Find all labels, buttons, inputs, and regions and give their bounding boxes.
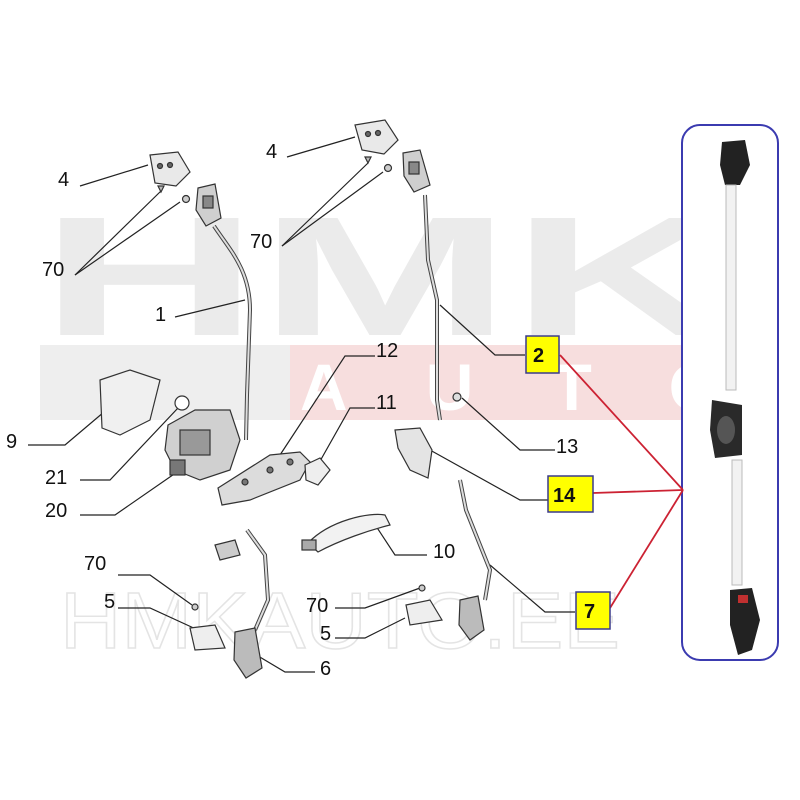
label-70-left: 70 bbox=[42, 259, 64, 281]
leader-5b bbox=[335, 617, 406, 639]
callout-2 bbox=[559, 354, 684, 491]
leader-10 bbox=[371, 519, 427, 556]
callout-7 bbox=[609, 489, 684, 609]
photo-connector-top bbox=[720, 140, 750, 185]
part-4-right-bracket bbox=[354, 119, 399, 155]
highlight-box-2 bbox=[525, 335, 560, 374]
leader-7 bbox=[489, 564, 575, 613]
part-latch-rear-right bbox=[458, 595, 485, 641]
leader-4b bbox=[286, 136, 356, 158]
photo-connector-bottom bbox=[730, 588, 760, 655]
part-9-cover bbox=[99, 369, 161, 436]
label-9: 9 bbox=[6, 431, 17, 453]
part-21-ring bbox=[174, 395, 190, 411]
leader-11 bbox=[314, 407, 375, 471]
label-4-left: 4 bbox=[58, 169, 69, 191]
leader-13 bbox=[461, 397, 555, 451]
part-4-left-bracket bbox=[149, 151, 191, 187]
photo-frame bbox=[681, 124, 779, 661]
leader-70b-2 bbox=[281, 171, 384, 247]
label-70-rear-right: 70 bbox=[306, 595, 328, 617]
leader-lines bbox=[28, 136, 575, 673]
part-5-striker-left bbox=[189, 624, 226, 651]
leader-1 bbox=[174, 299, 246, 318]
part-5-striker-right bbox=[405, 599, 443, 626]
label-1: 1 bbox=[155, 304, 166, 326]
part-10-handle bbox=[307, 513, 391, 553]
label-5-left: 5 bbox=[104, 591, 115, 613]
part-13-ring bbox=[452, 392, 462, 402]
part-70-screw-right-a bbox=[364, 156, 372, 165]
label-10: 10 bbox=[433, 541, 455, 563]
label-6: 6 bbox=[320, 658, 331, 680]
photo-cable-upper bbox=[725, 184, 737, 391]
label-4-right: 4 bbox=[266, 141, 277, 163]
leader-21 bbox=[80, 407, 179, 481]
label-20: 20 bbox=[45, 500, 67, 522]
leader-70d bbox=[335, 587, 421, 609]
part-6-latch bbox=[233, 627, 263, 679]
photo-cable-lower bbox=[731, 459, 743, 586]
callout-14 bbox=[592, 489, 684, 494]
label-14: 14 bbox=[553, 485, 576, 507]
leader-70c bbox=[118, 574, 193, 606]
part-70-screw-rear-left bbox=[191, 603, 199, 611]
leader-5a bbox=[118, 607, 199, 631]
leader-70a-2 bbox=[74, 201, 181, 276]
label-5-right: 5 bbox=[320, 623, 331, 645]
part-11-gasket bbox=[304, 457, 331, 486]
part-70-screw-left-b bbox=[181, 194, 191, 204]
highlight-box-7 bbox=[575, 591, 611, 630]
leader-2 bbox=[439, 304, 525, 356]
label-70-rear-left: 70 bbox=[84, 553, 106, 575]
label-12: 12 bbox=[376, 340, 398, 362]
label-70-right: 70 bbox=[250, 231, 272, 253]
watermark-brand: HMK bbox=[40, 182, 730, 372]
part-70-screw-left-a bbox=[157, 185, 165, 194]
watermark-site: HMKAUTO.EE bbox=[60, 576, 620, 665]
part-clip-rear-left bbox=[214, 539, 241, 561]
leader-20 bbox=[80, 469, 181, 516]
cable-photo-panel bbox=[681, 124, 779, 661]
leader-70b-1 bbox=[281, 162, 369, 247]
label-2: 2 bbox=[533, 345, 544, 367]
part-14-handle bbox=[394, 427, 433, 479]
leader-12 bbox=[279, 355, 375, 456]
callout-labels: 4 70 1 4 70 2 12 11 13 9 21 20 14 10 70 … bbox=[6, 141, 595, 680]
label-13: 13 bbox=[556, 436, 578, 458]
highlight-boxes bbox=[525, 335, 611, 630]
callout-lines bbox=[559, 354, 684, 609]
label-7: 7 bbox=[584, 601, 595, 623]
label-21: 21 bbox=[45, 467, 67, 489]
leader-4a bbox=[79, 164, 149, 187]
leader-70a-1 bbox=[74, 189, 163, 276]
part-70-screw-rear-right bbox=[418, 584, 426, 592]
highlight-box-14 bbox=[547, 475, 594, 513]
parts bbox=[99, 119, 493, 679]
label-11: 11 bbox=[376, 392, 397, 414]
part-70-screw-right-b bbox=[383, 163, 393, 173]
watermark-band-gray bbox=[40, 345, 290, 420]
leader-14 bbox=[429, 449, 555, 501]
